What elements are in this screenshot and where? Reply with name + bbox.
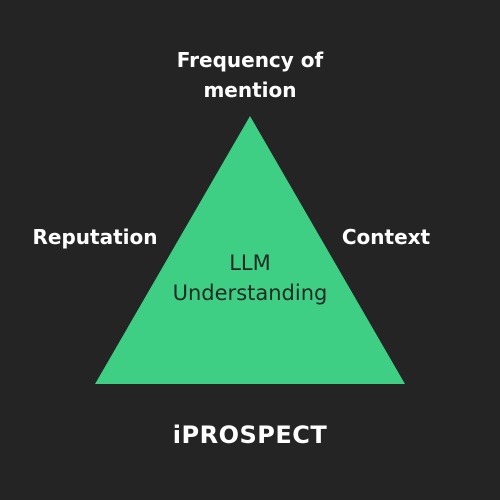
top-label-line-2: mention xyxy=(203,78,297,102)
top-vertex-label: Frequency of mention xyxy=(150,45,350,105)
right-vertex-label: Context xyxy=(341,225,431,249)
center-label-line-2: Understanding xyxy=(172,281,328,305)
triangle-fill xyxy=(95,116,405,384)
left-vertex-label: Reputation xyxy=(32,225,158,249)
iprospect-logo: iPROSPECT xyxy=(172,421,328,449)
top-label-line-1: Frequency of xyxy=(176,48,324,72)
center-label-line-1: LLM xyxy=(229,251,271,275)
center-label: LLM Understanding xyxy=(140,248,360,308)
